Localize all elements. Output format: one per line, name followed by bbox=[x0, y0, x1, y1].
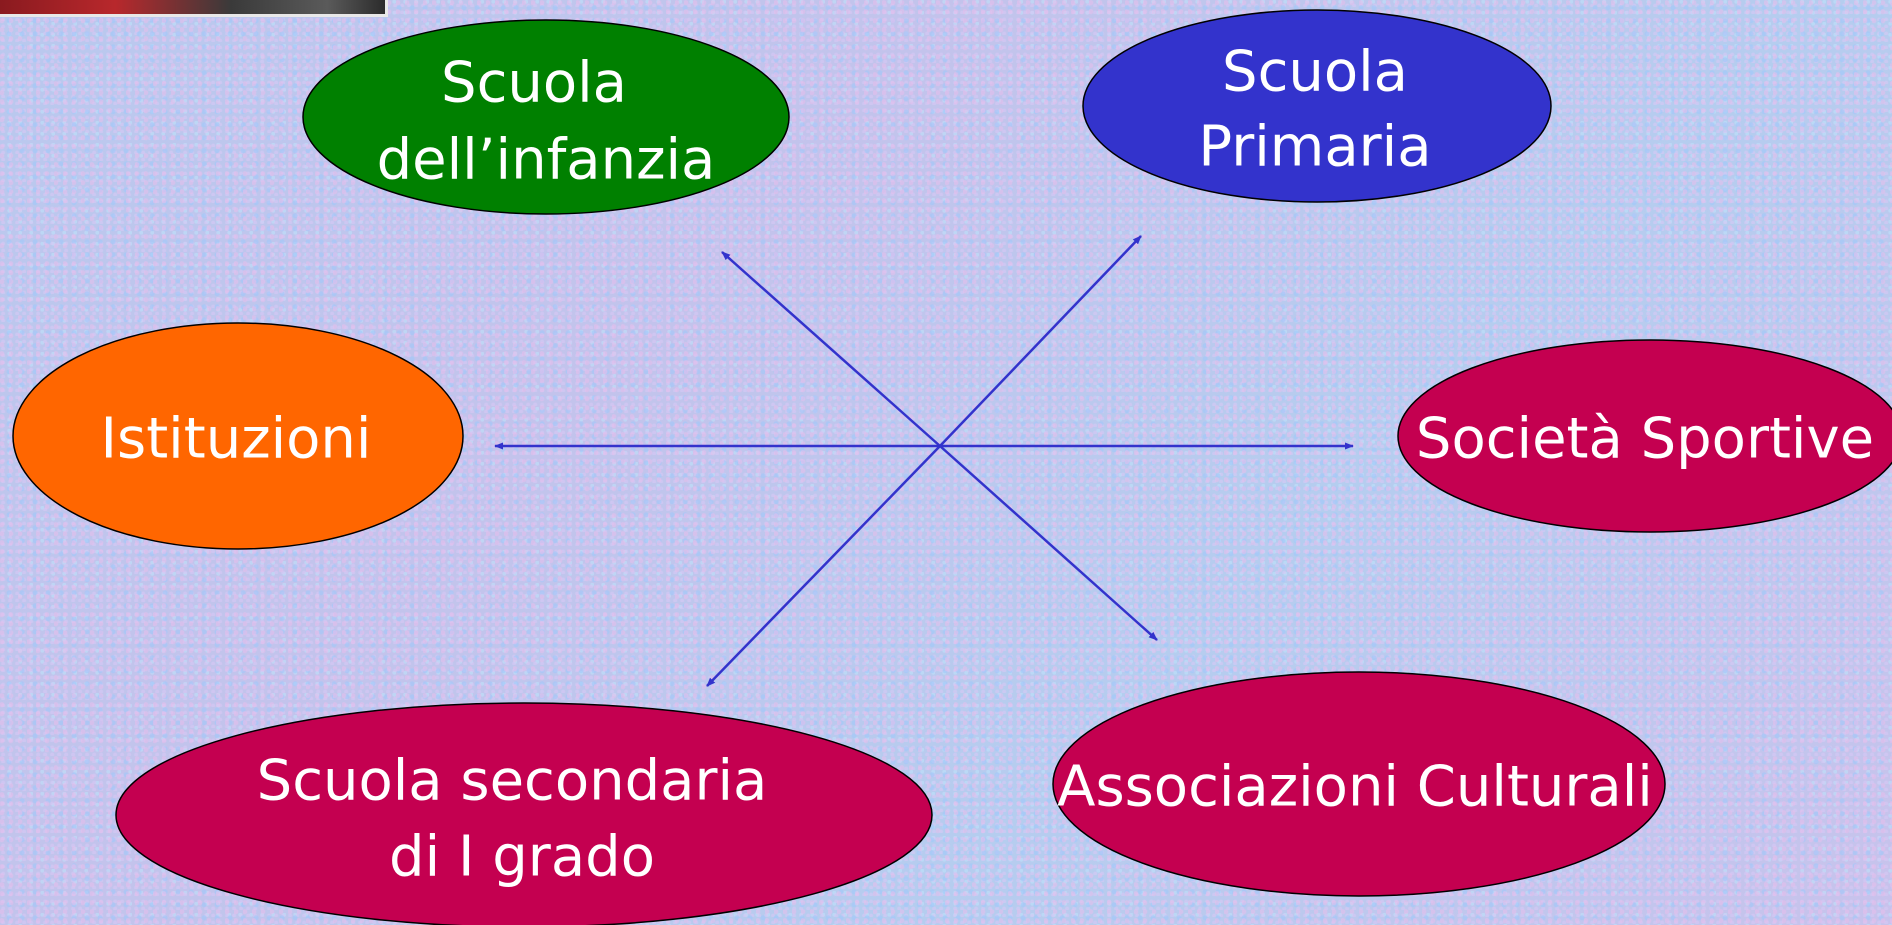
node-label-line: Associazioni Culturali bbox=[1057, 755, 1653, 820]
node-associazioni-culturali[interactable]: Associazioni Culturali bbox=[1052, 671, 1666, 897]
node-label-line: Scuola bbox=[441, 51, 627, 116]
node-label-line: Scuola bbox=[1222, 40, 1408, 105]
node-societa-sportive[interactable]: Società Sportive bbox=[1397, 339, 1892, 533]
connector-arrows bbox=[494, 235, 1354, 687]
arrow-to-scuola-secondaria bbox=[706, 445, 941, 687]
node-label-line: dell’infanzia bbox=[377, 128, 716, 193]
node-label-line: Società Sportive bbox=[1416, 407, 1874, 472]
node-scuola-secondaria[interactable]: Scuola secondaria di I grado bbox=[115, 702, 933, 925]
node-label-line: Primaria bbox=[1198, 115, 1431, 180]
node-label-line: di I grado bbox=[389, 825, 655, 890]
node-istituzioni[interactable]: Istituzioni bbox=[12, 322, 464, 550]
node-label-line: Scuola secondaria bbox=[257, 749, 768, 814]
node-shape bbox=[12, 322, 464, 550]
node-scuola-infanzia[interactable]: Scuola dell’infanzia bbox=[302, 19, 790, 215]
node-shape bbox=[1397, 339, 1892, 533]
arrow-to-associazioni-culturali bbox=[939, 445, 1158, 641]
node-label-line: Istituzioni bbox=[101, 407, 372, 472]
node-scuola-primaria[interactable]: Scuola Primaria bbox=[1082, 9, 1552, 203]
node-shape bbox=[302, 19, 790, 215]
node-shape bbox=[1052, 671, 1666, 897]
node-shape bbox=[1082, 9, 1552, 203]
node-shape bbox=[115, 702, 933, 925]
corner-photo-thumbnail bbox=[0, 0, 388, 17]
arrow-to-scuola-primaria bbox=[939, 235, 1142, 447]
arrow-to-scuola-infanzia bbox=[721, 251, 941, 447]
